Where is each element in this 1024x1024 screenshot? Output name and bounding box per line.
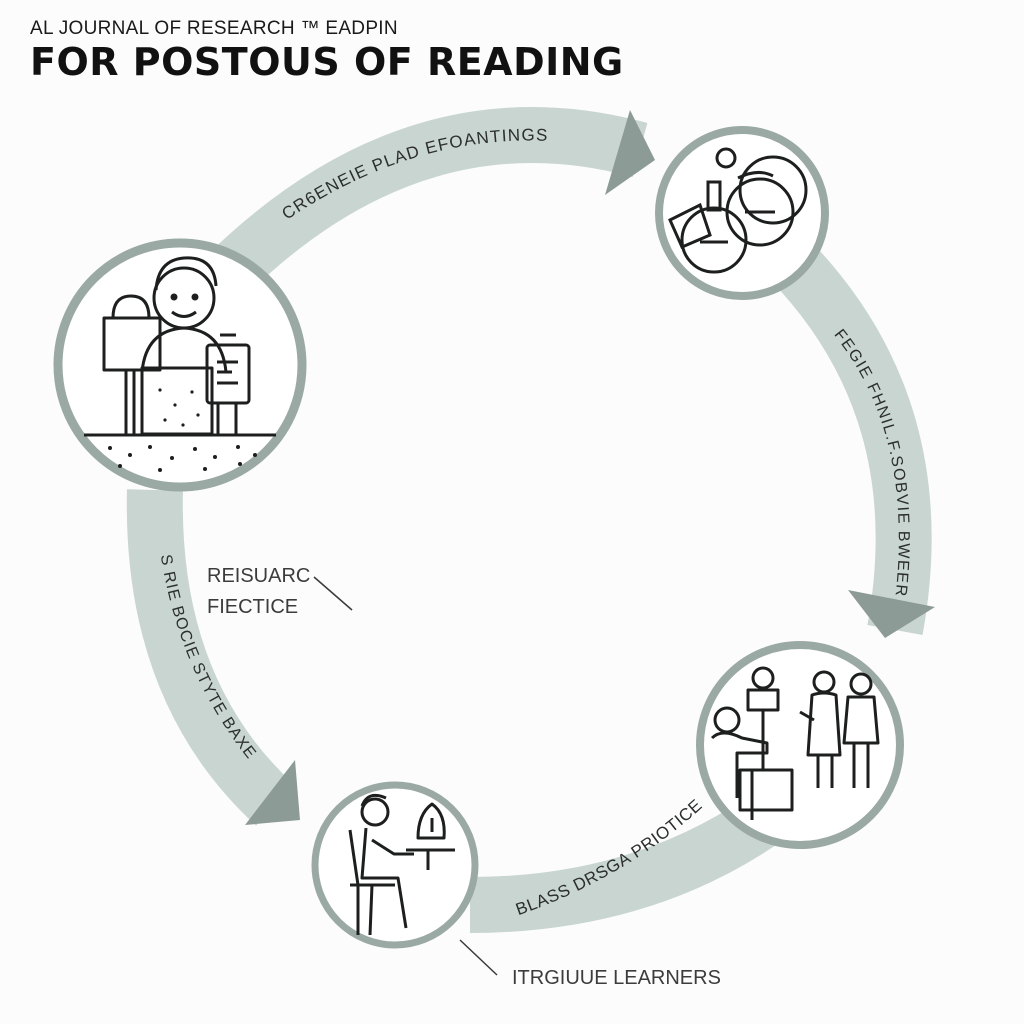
student-at-desk-icon — [348, 793, 455, 936]
arrowhead-left — [245, 760, 300, 825]
learners-label: ITRGIUUE LEARNERS — [512, 967, 721, 989]
research-label-line1: REISUARC — [207, 565, 311, 587]
research-pointer-line — [313, 576, 353, 611]
stage-teacher-reading — [53, 238, 307, 492]
diagram-title: FOR POSTOUS OF READING — [30, 40, 624, 84]
arrowhead-top — [605, 110, 655, 195]
research-practice-label: REISUARC FIECTICE — [207, 561, 310, 623]
gears-tools-icon — [668, 147, 808, 274]
stage-tools — [655, 126, 829, 300]
research-label-line2: FIECTICE — [207, 596, 299, 618]
stage-student — [311, 781, 479, 949]
group-discussion-icon — [710, 666, 880, 820]
stage-group — [696, 641, 904, 849]
learners-pointer-line — [459, 939, 498, 976]
arrowhead-right — [848, 590, 935, 638]
journal-subtitle: AL JOURNAL OF RESEARCH ™ EADPIN — [30, 18, 398, 39]
teacher-reading-icon — [84, 256, 276, 437]
ground-dots — [108, 388, 257, 472]
